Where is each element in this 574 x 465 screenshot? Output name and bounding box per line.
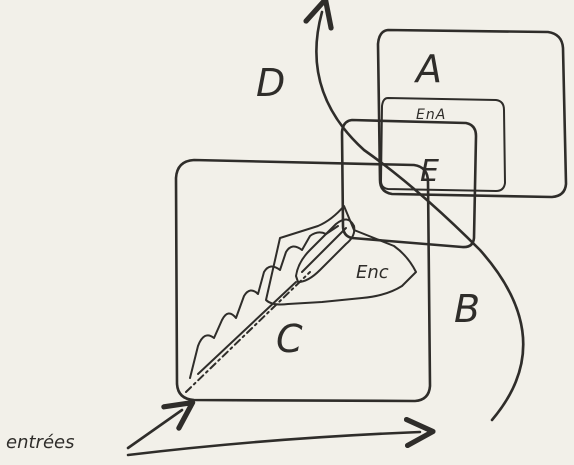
label-e: E [420, 154, 439, 189]
transition-arrow-up [303, 0, 525, 422]
label-d: D [256, 61, 285, 105]
label-entrees: entrées [6, 432, 74, 453]
hatched-wedge-hatching [301, 227, 347, 273]
label-c: C [276, 317, 303, 361]
label-enc: Enc [356, 262, 389, 283]
box-e-inter-a [380, 97, 506, 192]
label-a: A [413, 47, 442, 91]
diagonal-solid [197, 281, 297, 375]
box-a [376, 28, 568, 199]
input-arrow-diagonal [126, 399, 196, 450]
input-arrow-horizontal [126, 416, 436, 457]
diagonal-guide [185, 271, 311, 393]
staircase-path [189, 225, 339, 379]
box-c [174, 158, 432, 403]
region-enc [265, 205, 417, 306]
label-e-inter-a: EnA [416, 107, 446, 123]
hatched-wedge [295, 218, 356, 283]
label-b: B [454, 287, 480, 331]
